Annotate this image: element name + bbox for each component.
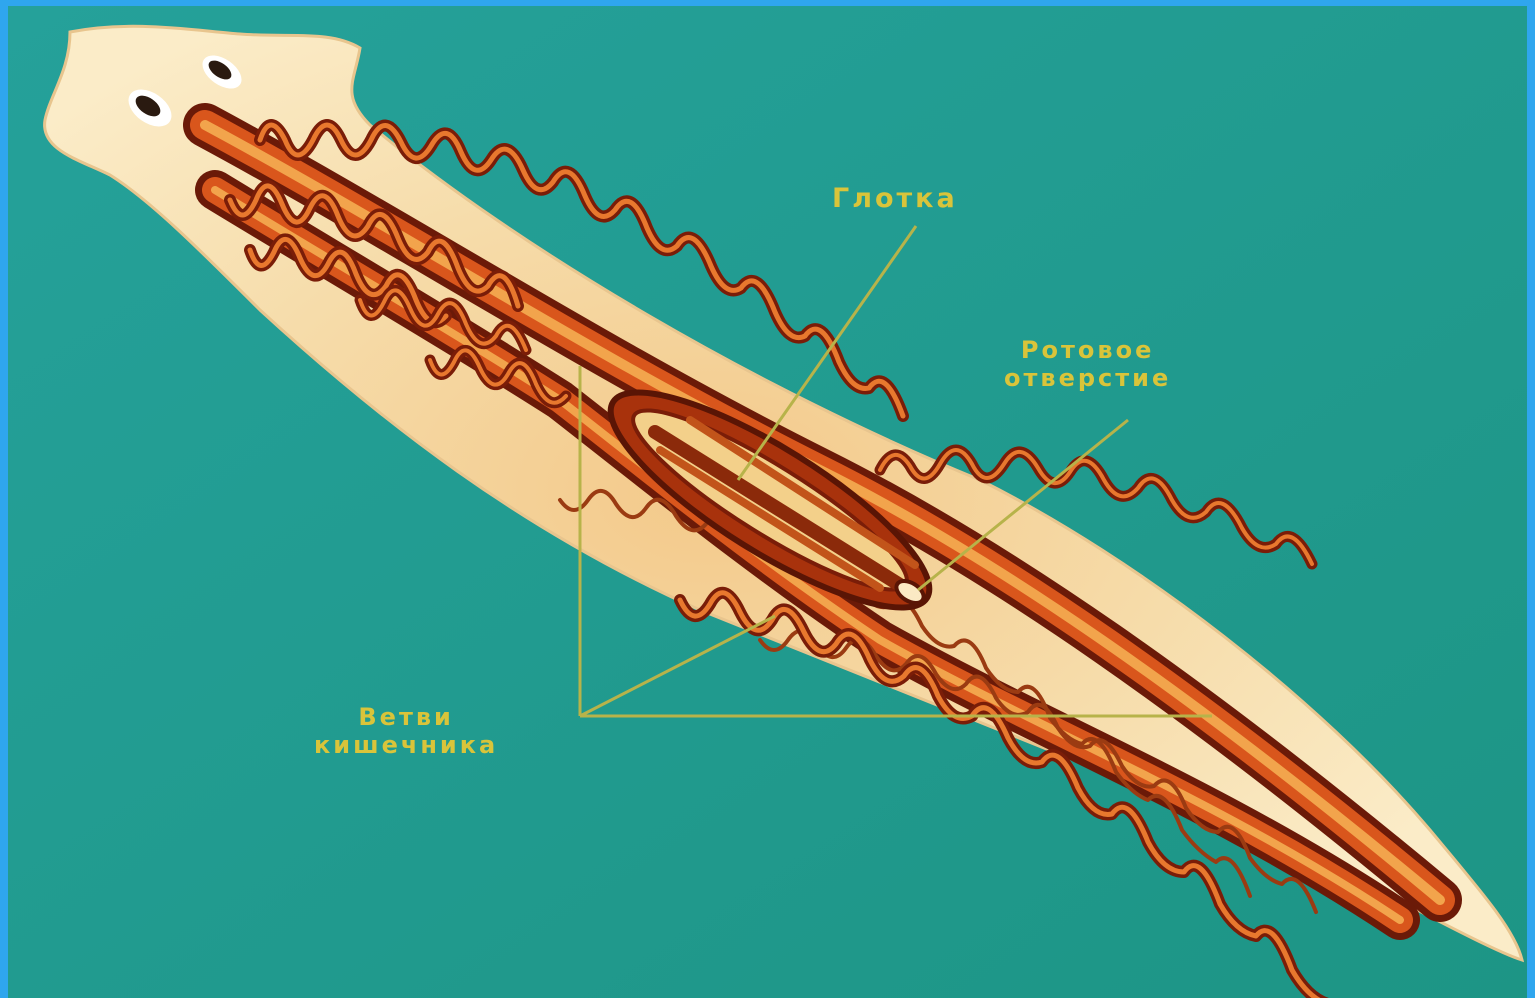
label-gut-line1: Ветви xyxy=(314,704,498,732)
label-pharynx: Глотка xyxy=(832,183,958,214)
label-mouth-line2: отверстие xyxy=(1004,365,1171,393)
label-gut-line2: кишечника xyxy=(314,732,498,760)
label-mouth-opening: Ротовое отверстие xyxy=(1004,337,1171,392)
label-mouth-line1: Ротовое xyxy=(1004,337,1171,365)
label-gut-branches: Ветви кишечника xyxy=(314,704,498,759)
